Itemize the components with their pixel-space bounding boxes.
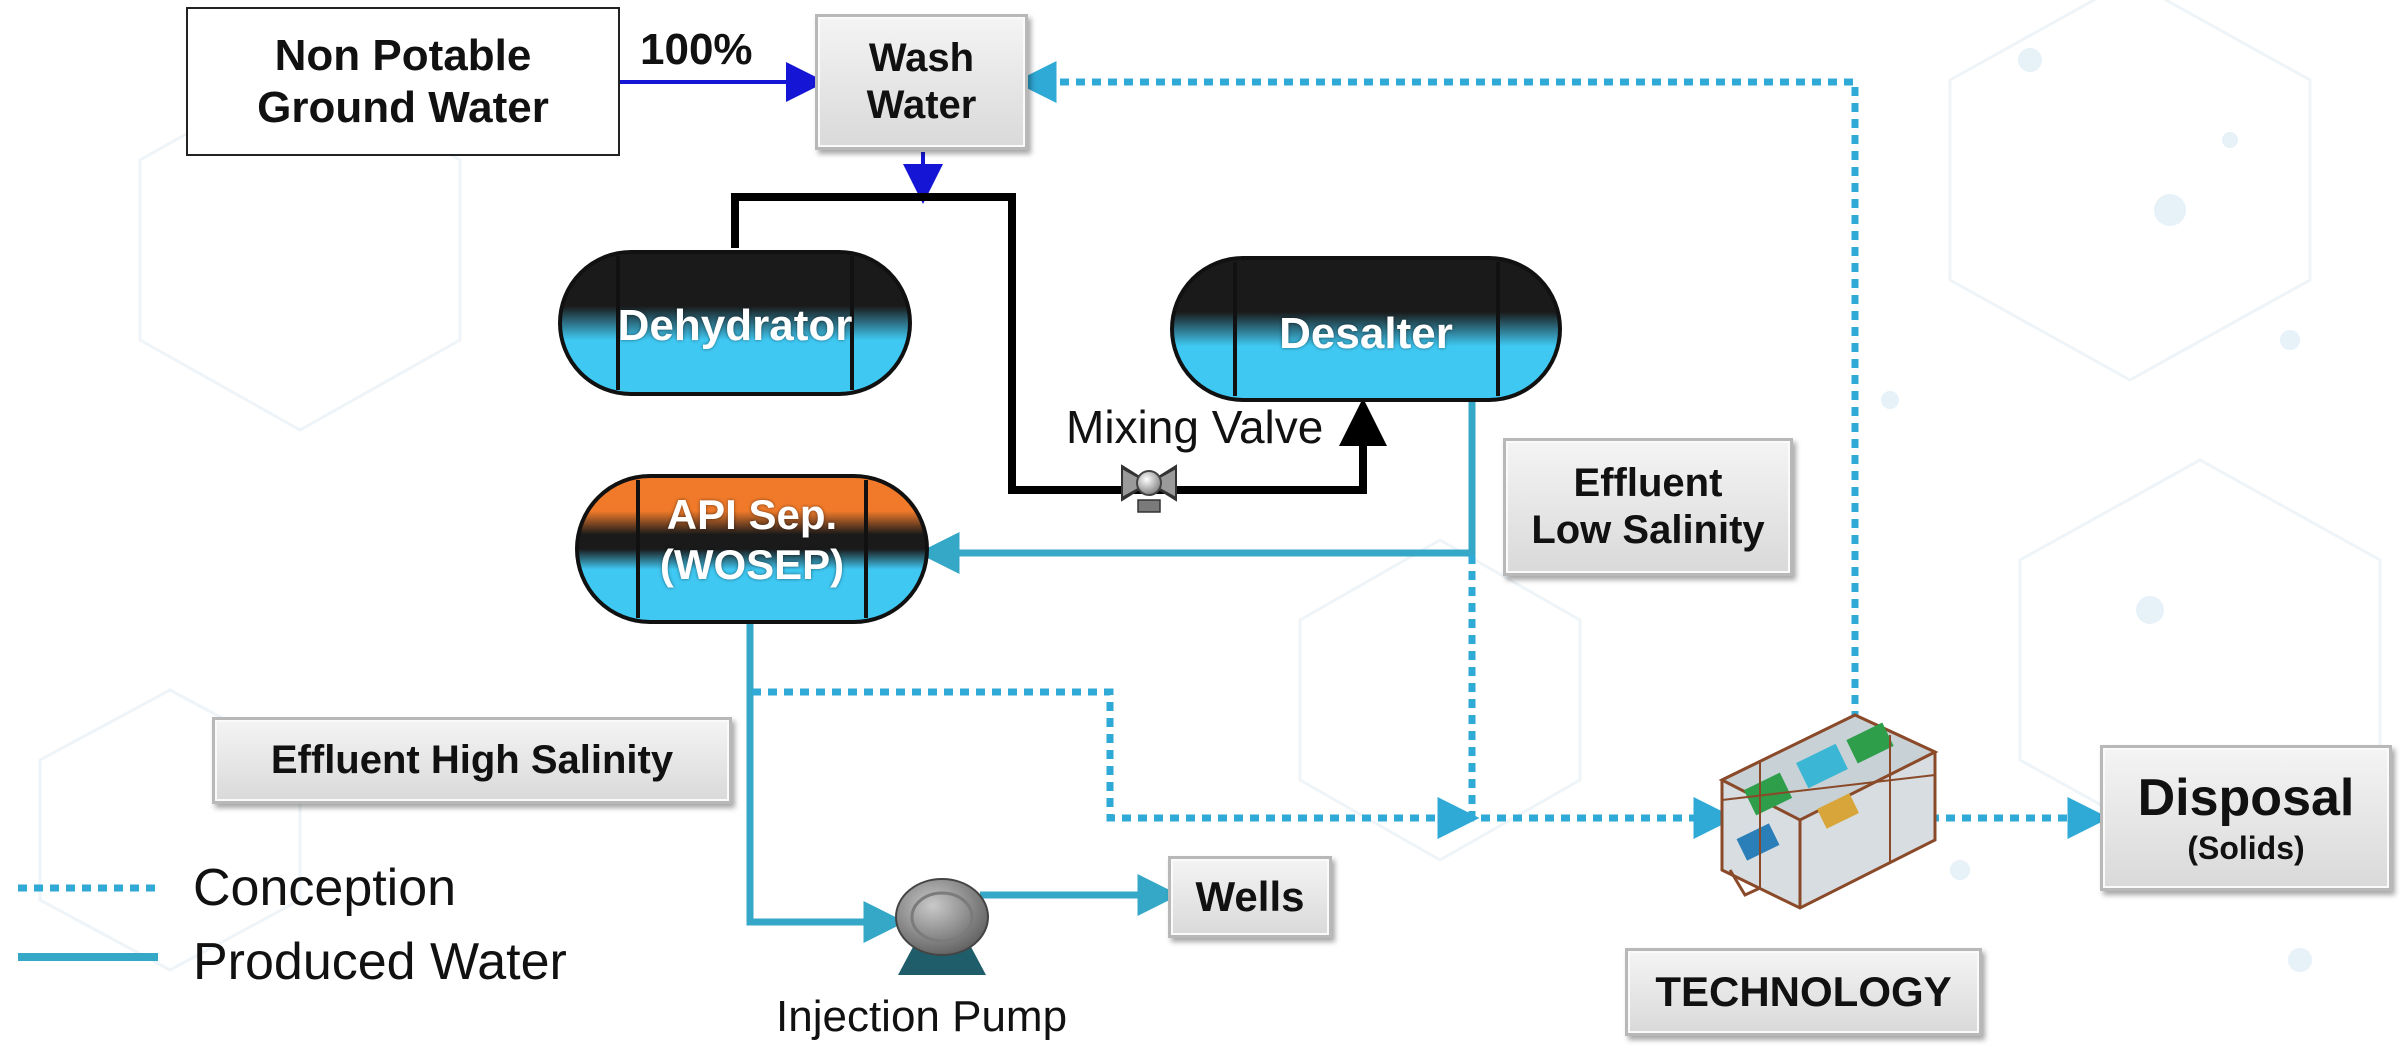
- dehydrator-label: Dehydrator: [617, 301, 853, 350]
- legend-produced-water-label: Produced Water: [193, 933, 567, 991]
- api-to-pump-line: [746, 620, 906, 943]
- wash-water-box: Wash Water: [815, 14, 1028, 150]
- conception-recycle-line: [1014, 61, 1859, 720]
- conception-high-salinity-line: [752, 688, 1480, 839]
- mixing-valve-label: Mixing Valve: [1066, 401, 1324, 453]
- groundwater-label-line1: Non Potable: [274, 30, 532, 80]
- technology-equipment-icon: [1718, 713, 1939, 910]
- disposal-box: Disposal (Solids): [2100, 745, 2392, 891]
- mixing-valve-icon: [1121, 464, 1177, 513]
- effluent-high-salinity-box: Effluent High Salinity: [212, 717, 732, 804]
- desalter-tank: [1170, 256, 1562, 402]
- effluent-low-line1: Effluent: [1573, 460, 1723, 505]
- disposal-line2: (Solids): [2187, 829, 2305, 866]
- effluent-high-label: Effluent High Salinity: [270, 737, 674, 782]
- legend-conception-label: Conception: [193, 859, 457, 917]
- api-separator-line2: (WOSEP): [659, 540, 845, 588]
- wash-water-line1: Wash: [868, 35, 975, 80]
- groundwater-source-box: Non Potable Ground Water: [186, 7, 620, 156]
- disposal-line1: Disposal: [2137, 769, 2355, 828]
- dehydrator-tank: [558, 250, 912, 396]
- wells-box: Wells: [1168, 856, 1332, 938]
- technology-label: TECHNOLOGY: [1655, 968, 1952, 1016]
- injection-pump-label: Injection Pump: [776, 992, 1068, 1041]
- wash-water-line2: Water: [866, 83, 977, 127]
- injection-pump-icon: [895, 878, 989, 975]
- technology-box: TECHNOLOGY: [1625, 948, 1982, 1036]
- api-separator-line1: API Sep.: [666, 491, 838, 538]
- effluent-low-line2: Low Salinity: [1531, 508, 1765, 552]
- api-separator-tank: [575, 474, 929, 624]
- conception-low-salinity-line: [1468, 555, 1736, 839]
- black-pipe-main: [731, 193, 1387, 494]
- desalter-label: Desalter: [1279, 309, 1453, 358]
- effluent-low-salinity-box: Effluent Low Salinity: [1503, 438, 1793, 576]
- wells-label: Wells: [1195, 873, 1305, 921]
- groundwater-label-line2: Ground Water: [257, 82, 549, 132]
- desalter-to-api-line: [917, 398, 1476, 574]
- api-separator-label: API Sep. (WOSEP): [577, 490, 927, 589]
- flow-percent-label: 100%: [640, 25, 753, 74]
